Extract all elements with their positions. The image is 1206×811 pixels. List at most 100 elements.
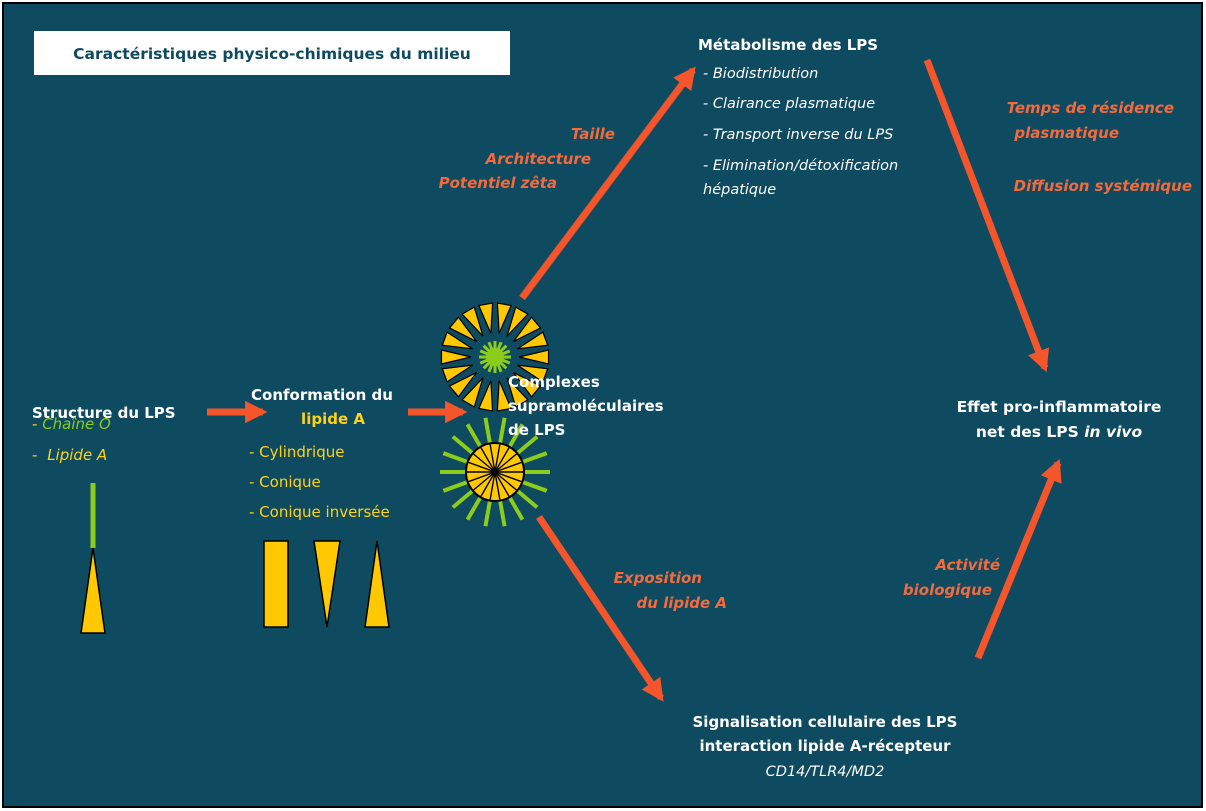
micelle-top-wedge	[518, 349, 550, 365]
micelle-bottom-ray	[442, 479, 470, 493]
metabolism-item-biodistribution: - Biodistribution	[703, 66, 818, 82]
structure-item-chaine-o: - Chaîne O	[32, 415, 111, 433]
micelle-bottom-spoke	[489, 444, 496, 473]
micelle-bottom-spoke	[473, 471, 496, 491]
label-du-lipide-a: du lipide A	[636, 594, 727, 612]
signal-line3: CD14/TLR4/MD2	[766, 764, 885, 780]
arrow-complexes-to-metabolism	[519, 66, 696, 301]
micelle-bottom-spoke	[494, 471, 501, 500]
effect-line2: net des LPS in vivo	[976, 423, 1143, 441]
micelle-bottom-ray	[442, 451, 470, 465]
lps-lipid-a-cone	[80, 547, 106, 634]
shape-conical	[313, 540, 341, 628]
micelle-top-wedge	[517, 364, 549, 383]
micelle-bottom-spoke	[468, 461, 496, 473]
micelle-bottom-ray	[515, 435, 539, 456]
shape-cylindrical	[263, 540, 289, 628]
arrow-metabolism-to-effect	[923, 58, 1050, 373]
micelle-bottom-spoke	[473, 453, 496, 473]
metabolism-item-transport: - Transport inverse du LPS	[703, 127, 893, 143]
effect-line2-prefix: net des LPS	[976, 423, 1084, 441]
micelle-bottom-ray	[483, 499, 493, 527]
micelle-bottom-spoke	[494, 471, 510, 497]
effect-line1: Effet pro-inflammatoire	[957, 398, 1162, 416]
micelle-bottom-spoke	[489, 471, 496, 500]
conformation-title-line2: lipide A	[301, 410, 365, 428]
effect-line2-italic: in vivo	[1084, 423, 1142, 441]
micelle-top-wedge	[477, 380, 494, 412]
header-box-text: Caractéristiques physico-chimiques du mi…	[73, 45, 471, 63]
conformation-item-conique-inversee: - Conique inversée	[249, 503, 390, 521]
structure-item-chaine-o-dash: -	[32, 415, 37, 433]
micelle-bottom-spoke	[480, 447, 496, 473]
metabolism-item-clairance: - Clairance plasmatique	[703, 96, 875, 112]
header-box	[34, 31, 510, 75]
signal-line2: interaction lipide A-récepteur	[699, 737, 951, 755]
label-diffusion-systemique: Diffusion systémique	[1014, 177, 1192, 195]
micelle-bottom-ray	[520, 479, 548, 493]
shape-inverted-conical	[364, 540, 390, 628]
micelle-bottom-ray	[507, 495, 525, 521]
micelle-bottom-ray	[515, 488, 539, 509]
micelle-top-wedge	[477, 302, 494, 334]
label-activite: Activité	[934, 556, 1000, 574]
structure-item-chaine-o-text: Chaîne O	[42, 415, 111, 433]
micelle-top-symbol	[440, 302, 550, 412]
micelle-bottom-spoke	[494, 447, 510, 473]
conformation-item-conique: - Conique	[249, 473, 321, 491]
complexes-line2: supramoléculaires	[508, 397, 664, 415]
label-potentiel-zeta: Potentiel zêta	[439, 174, 557, 192]
label-architecture: Architecture	[485, 150, 591, 168]
metabolism-item-elimination: - Elimination/détoxification	[703, 158, 898, 174]
micelle-bottom-ray	[507, 423, 525, 449]
micelle-top-wedge	[512, 316, 542, 343]
micelle-bottom-spoke	[494, 471, 517, 491]
arrow-complexes-to-signal	[536, 515, 664, 702]
conformation-item-cylindrique: - Cylindrique	[249, 443, 345, 461]
micelle-bottom-spoke	[494, 461, 522, 473]
micelle-top-wedge	[440, 349, 472, 365]
structure-title: Structure du LPS	[32, 404, 176, 422]
micelle-bottom-ray	[497, 417, 507, 445]
micelle-top-wedge	[448, 316, 478, 343]
micelle-bottom-ray	[465, 495, 483, 521]
micelle-bottom-ray	[451, 435, 475, 456]
micelle-top-wedge	[506, 306, 529, 337]
micelle-top-wedge	[506, 377, 529, 408]
micelle-bottom-ray	[520, 451, 548, 465]
micelle-top-wedge	[496, 302, 513, 334]
micelle-top-wedge	[512, 371, 542, 398]
label-temps-residence: Temps de résidence	[1007, 99, 1174, 117]
metabolism-item-hepatique: hépatique	[703, 182, 776, 198]
label-biologique: biologique	[903, 581, 992, 599]
micelle-top-wedge	[496, 380, 513, 412]
micelle-top-wedge	[448, 371, 478, 398]
conformation-title-line1: Conformation du	[251, 386, 393, 404]
micelle-bottom-ray	[497, 499, 507, 527]
micelle-bottom-ray	[483, 417, 493, 445]
metabolism-title: Métabolisme des LPS	[698, 36, 878, 54]
structure-item-lipide-a-text: Lipide A	[47, 446, 107, 464]
complexes-line1: Complexes	[508, 373, 600, 391]
label-taille: Taille	[571, 125, 615, 143]
micelle-bottom-symbol	[440, 417, 550, 527]
micelle-top-wedge	[517, 331, 549, 350]
structure-item-lipide-a-dash: -	[32, 446, 37, 464]
micelle-top-core	[486, 348, 504, 366]
micelle-bottom-ray	[465, 423, 483, 449]
micelle-bottom-spoke	[480, 471, 496, 497]
micelle-bottom-ray	[451, 488, 475, 509]
structure-item-lipide-a: - Lipide A	[32, 446, 107, 464]
micelle-bottom-spoke	[494, 453, 517, 473]
label-plasmatique: plasmatique	[1013, 124, 1119, 142]
micelle-bottom-spoke	[468, 471, 496, 483]
label-exposition: Exposition	[614, 569, 702, 587]
signal-line1: Signalisation cellulaire des LPS	[693, 713, 958, 731]
micelle-bottom-spoke	[494, 471, 522, 483]
complexes-line3: de LPS	[508, 421, 566, 439]
micelle-top-wedge	[441, 364, 473, 383]
micelle-top-wedge	[441, 331, 473, 350]
